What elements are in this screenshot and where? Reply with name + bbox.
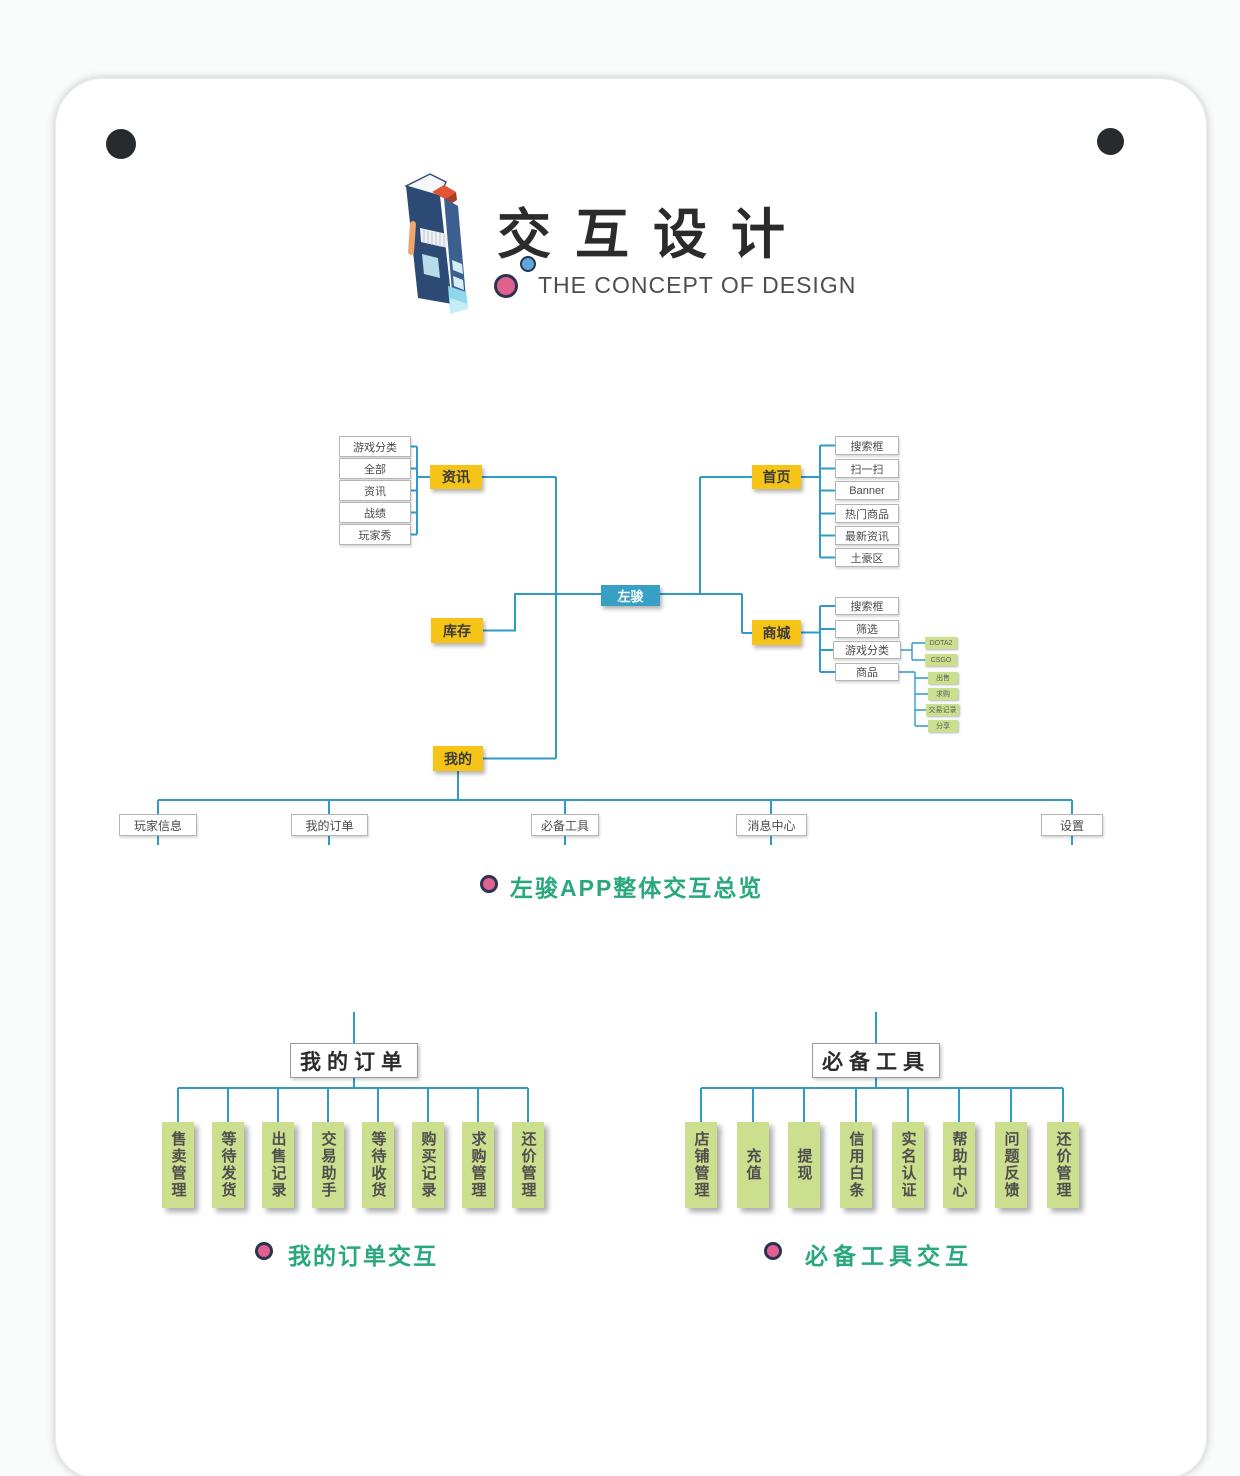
tools-item-counter-offer-management: 还价管理 — [1047, 1122, 1079, 1208]
leaf-essential-tools: 必备工具 — [531, 814, 599, 836]
corner-dot-right — [1097, 128, 1124, 155]
orders-caption-bullet-icon — [255, 1242, 273, 1260]
blue-dot-icon — [520, 256, 536, 272]
orders-item-trade-assistant: 交易助手 — [312, 1122, 344, 1208]
mini-trade-records: 交易记录 — [926, 704, 959, 716]
leaf-my-orders: 我的订单 — [291, 814, 368, 836]
tools-item-feedback: 问题反馈 — [995, 1122, 1027, 1208]
leaf-news: 资讯 — [339, 480, 411, 501]
orders-item-sale-records: 出售记录 — [262, 1122, 294, 1208]
leaf-achievements: 战绩 — [339, 502, 411, 523]
branch-inventory: 库存 — [431, 618, 483, 643]
tools-item-real-name-verification: 实名认证 — [892, 1122, 924, 1208]
branch-home: 首页 — [752, 465, 801, 489]
mini-share: 分享 — [928, 720, 958, 732]
leaf-all: 全部 — [339, 458, 411, 479]
mini-buy-request: 求购 — [928, 688, 958, 700]
leaf-player-show: 玩家秀 — [339, 524, 411, 545]
orders-item-buy-request-management: 求购管理 — [462, 1122, 494, 1208]
overview-caption-bullet-icon — [480, 875, 498, 893]
page-subtitle: THE CONCEPT OF DESIGN — [538, 272, 857, 298]
tools-caption-bullet-icon — [764, 1242, 782, 1260]
root-node-zuojun: 左骏 — [601, 585, 660, 606]
leaf-mall-search-box: 搜索框 — [835, 597, 899, 615]
branch-news: 资讯 — [430, 465, 482, 489]
tools-item-top-up: 充值 — [737, 1122, 769, 1208]
mini-csgo: CSGO — [925, 654, 957, 666]
leaf-product: 商品 — [835, 663, 899, 681]
leaf-filter: 筛选 — [835, 620, 899, 638]
orders-item-sale-management: 售卖管理 — [162, 1122, 194, 1208]
pink-dot-icon — [494, 274, 518, 298]
branch-mall: 商城 — [752, 620, 801, 645]
orders-item-awaiting-shipment: 等待发货 — [212, 1122, 244, 1208]
leaf-game-category: 游戏分类 — [339, 436, 411, 457]
mini-dota2: DOTA2 — [925, 637, 957, 649]
tools-tree-title: 必备工具 — [812, 1043, 940, 1078]
tools-item-credit-iou: 信用白条 — [840, 1122, 872, 1208]
orders-item-counter-offer-management: 还价管理 — [512, 1122, 544, 1208]
orders-item-purchase-records: 购买记录 — [412, 1122, 444, 1208]
overview-caption: 左骏APP整体交互总览 — [510, 875, 764, 901]
orders-caption: 我的订单交互 — [288, 1243, 438, 1269]
tools-caption: 必备工具交互 — [805, 1243, 973, 1269]
logo-icon — [404, 173, 468, 314]
mini-sell: 出售 — [928, 672, 958, 684]
orders-item-awaiting-receipt: 等待收货 — [362, 1122, 394, 1208]
tools-item-help-center: 帮助中心 — [943, 1122, 975, 1208]
tools-item-shop-management: 店铺管理 — [685, 1122, 717, 1208]
leaf-vip-zone: 土豪区 — [835, 548, 899, 567]
leaf-latest-news: 最新资讯 — [835, 526, 899, 545]
branch-mine: 我的 — [433, 746, 483, 771]
tools-item-withdraw: 提现 — [788, 1122, 820, 1208]
leaf-search-box: 搜索框 — [835, 436, 899, 455]
page-title: 交互设计 — [497, 205, 809, 265]
leaf-mall-game-category: 游戏分类 — [833, 641, 901, 659]
corner-dot-left — [106, 129, 136, 159]
leaf-message-center: 消息中心 — [736, 814, 807, 836]
leaf-banner: Banner — [835, 481, 899, 500]
leaf-scan: 扫一扫 — [835, 459, 899, 478]
leaf-settings: 设置 — [1041, 814, 1103, 836]
orders-tree-title: 我的订单 — [290, 1043, 418, 1078]
leaf-hot-products: 热门商品 — [835, 504, 899, 523]
leaf-player-info: 玩家信息 — [119, 814, 197, 836]
